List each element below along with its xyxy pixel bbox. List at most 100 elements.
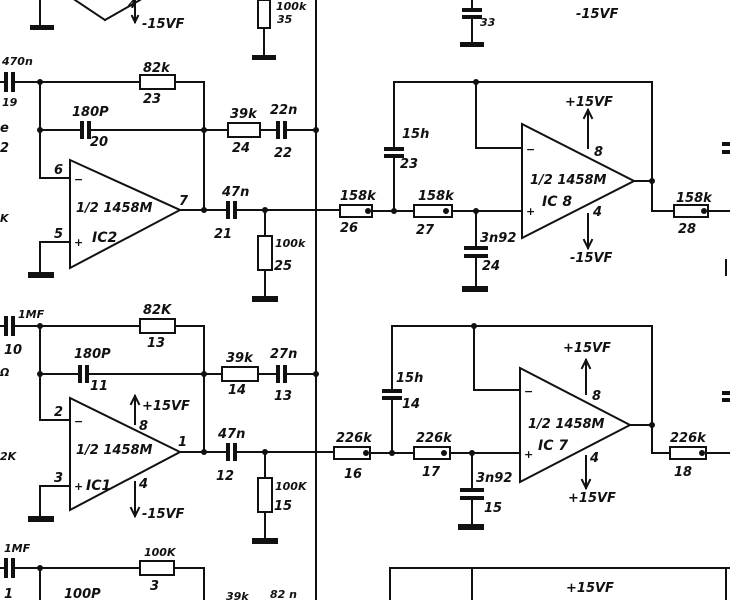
ic7-pin4: 4 (589, 451, 599, 466)
resistor-r13 (139, 318, 176, 334)
ic8-vminus: -15VF (570, 251, 613, 266)
opamp-ic7 (519, 366, 633, 484)
r17-ref: 17 (422, 465, 441, 480)
r13-ref: 13 (147, 336, 165, 351)
bottom-r-b: 82 n (270, 588, 297, 600)
svg-text:+: + (74, 480, 83, 493)
c24-value: 3n92 (480, 231, 516, 246)
ic2-pin7: 7 (179, 194, 189, 209)
svg-text:+: + (526, 205, 535, 218)
svg-text:−: − (524, 385, 533, 398)
r26-value: 158k (340, 189, 377, 204)
bottom-partial-stage: 1MF 1 100K 3 100P 39k 82 n +15VF (0, 542, 730, 600)
r17-value: 226k (416, 431, 453, 446)
c21-ref: 21 (214, 227, 232, 242)
ic7-part: 1/2 1458M (528, 417, 605, 432)
svg-text:+: + (524, 448, 533, 461)
r24-ref: 24 (232, 141, 250, 156)
stage-ic1: 1MF 10 82K 13 180P 11 39k 14 27n 13 − + (0, 303, 335, 544)
r18-value: 226k (670, 431, 707, 446)
ic8-pin8: 8 (594, 145, 603, 160)
c12-value: 47n (217, 427, 245, 442)
ic2-pin5: 5 (54, 227, 63, 242)
edge-mark-5: 2K (0, 450, 18, 463)
top-partial-stage: 4 -15VF 100k 35 33 -15VF (30, 0, 619, 60)
c11-value: 180P (74, 347, 111, 362)
edge-mark-1: e (0, 121, 9, 136)
c1-ref: 1 (4, 587, 13, 600)
c1-value: 1MF (4, 542, 31, 555)
c20-value: 180P (72, 105, 109, 120)
ic1-part: 1/2 1458M (76, 443, 153, 458)
r26-ref: 26 (340, 221, 358, 236)
top-right-vminus: -15VF (576, 7, 619, 22)
svg-text:−: − (526, 143, 535, 156)
ic8-vplus: +15VF (565, 95, 613, 110)
ic2-name: IC2 (92, 230, 117, 246)
c15-ref: 15 (484, 501, 502, 516)
bottom-vplus: +15VF (566, 581, 614, 596)
c14-value: 15h (396, 371, 423, 386)
ic7-name: IC 7 (538, 438, 568, 454)
r18-ref: 18 (674, 465, 692, 480)
r14-ref: 14 (228, 383, 246, 398)
ic7-vplus: +15VF (563, 341, 611, 356)
c23-ref: 23 (400, 157, 418, 172)
c13-value: 27n (270, 347, 297, 362)
c10-value: 1MF (18, 308, 45, 321)
ic1-pin2: 2 (54, 405, 63, 420)
r3-ref: 3 (150, 579, 159, 594)
ic1-vminus: -15VF (142, 507, 185, 522)
c33-ref: 33 (480, 16, 496, 29)
ic2-pin6: 6 (54, 163, 63, 178)
c15-value: 3n92 (476, 471, 512, 486)
edge-mark-4: Ω (0, 366, 9, 379)
r28-ref: 28 (678, 222, 696, 237)
opamp-ic2 (69, 158, 183, 270)
r15-ref: 15 (274, 499, 292, 514)
c19-value: 470n (1, 55, 33, 68)
c13-ref: 13 (274, 389, 292, 404)
r13-value: 82K (143, 303, 172, 318)
resistor-r3 (139, 560, 175, 576)
r15-value: 100K (275, 480, 308, 493)
ic1-vplus: +15VF (142, 399, 190, 414)
r35-value: 100k (276, 0, 307, 13)
resistor-r23 (139, 74, 176, 90)
ic8-part: 1/2 1458M (530, 173, 607, 188)
r27-value: 158k (418, 189, 455, 204)
c2-value: 100P (64, 587, 101, 600)
edge-mark-3: K (0, 212, 10, 225)
r28-value: 158k (676, 191, 713, 206)
ic1-pin1: 1 (178, 435, 187, 450)
c24-ref: 24 (482, 259, 500, 274)
stage-ic2: 470n 19 82k 23 180P 20 39k 24 22n 22 (0, 55, 341, 302)
c19-ref: 19 (2, 96, 18, 109)
c21-value: 47n (221, 185, 249, 200)
ic7-vminus: +15VF (568, 491, 616, 506)
r23-ref: 23 (143, 92, 161, 107)
svg-text:−: − (74, 415, 83, 428)
c11-ref: 11 (90, 379, 108, 394)
top-vminus-label: -15VF (142, 17, 185, 32)
c20-ref: 20 (90, 135, 108, 150)
ic8-name: IC 8 (542, 194, 572, 210)
top-pin-4: 4 (127, 0, 136, 11)
r24-value: 39k (230, 107, 258, 122)
svg-text:−: − (74, 173, 83, 186)
r16-ref: 16 (344, 467, 362, 482)
r3-value: 100K (144, 546, 177, 559)
ic1-pin4: 4 (138, 477, 148, 492)
r16-value: 226k (336, 431, 373, 446)
r25-ref: 25 (274, 259, 292, 274)
r14-value: 39k (226, 351, 254, 366)
ic7-pin8: 8 (592, 389, 601, 404)
ic1-pin8: 8 (139, 419, 148, 434)
r25-value: 100k (275, 237, 306, 250)
ic2-part: 1/2 1458M (76, 201, 153, 216)
edge-mark-2: 2 (0, 141, 9, 156)
r35-ref: 35 (277, 13, 293, 26)
c14-ref: 14 (402, 397, 420, 412)
bottom-r-a: 39k (226, 590, 249, 600)
